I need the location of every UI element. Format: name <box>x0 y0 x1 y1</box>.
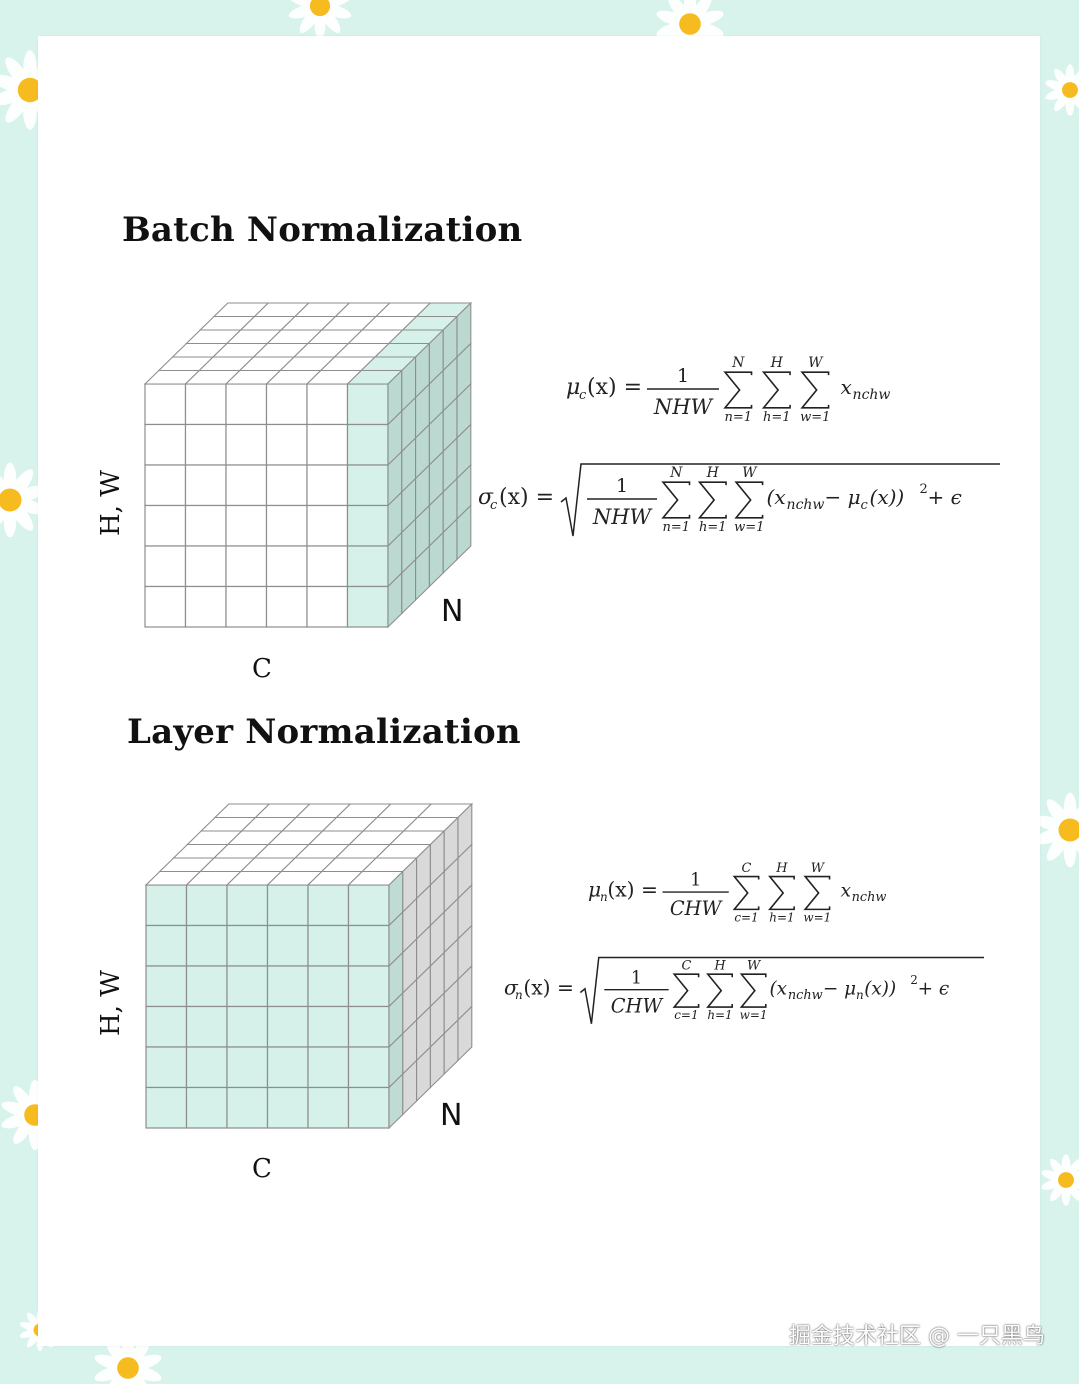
svg-text:N: N <box>669 465 683 481</box>
svg-text:C: C <box>742 861 752 876</box>
batch-axis-n-label: N <box>441 594 464 629</box>
svg-text:n: n <box>515 988 523 1002</box>
square-root-icon <box>579 956 984 1024</box>
summation-icon <box>739 973 767 1008</box>
svg-text:N: N <box>731 355 745 371</box>
svg-text:h=1: h=1 <box>699 520 727 535</box>
layer-axis-c-label: C <box>252 1154 272 1184</box>
svg-text:h=1: h=1 <box>763 410 791 425</box>
svg-text:NHW: NHW <box>592 505 654 529</box>
svg-text:x: x <box>841 375 852 399</box>
svg-text:c: c <box>490 498 498 513</box>
summation-icon <box>803 875 831 911</box>
svg-text:+ ϵ: + ϵ <box>918 978 950 999</box>
svg-text:n=1: n=1 <box>662 520 690 535</box>
svg-text:nchw: nchw <box>852 890 887 905</box>
svg-text:H: H <box>713 958 726 973</box>
svg-text:+ ϵ: + ϵ <box>928 485 962 509</box>
svg-text:w=1: w=1 <box>734 520 764 535</box>
batch-norm-title: Batch Normalization <box>122 210 523 250</box>
layer-norm-title: Layer Normalization <box>127 712 521 752</box>
svg-text:H: H <box>706 465 720 481</box>
daisy-icon <box>288 0 352 39</box>
summation-icon <box>697 481 727 519</box>
svg-text:c: c <box>861 498 869 513</box>
svg-text:W: W <box>747 958 762 973</box>
svg-text:w=1: w=1 <box>800 410 830 425</box>
svg-text:nchw: nchw <box>787 497 825 513</box>
svg-text:σ: σ <box>478 485 494 510</box>
summation-icon <box>723 371 753 409</box>
layer-axis-n-label: N <box>440 1098 463 1133</box>
svg-text:(x: (x <box>769 978 787 999</box>
svg-text:NHW: NHW <box>653 395 715 419</box>
svg-text:H: H <box>770 355 784 371</box>
svg-text:1: 1 <box>631 968 642 988</box>
svg-text:(x)): (x)) <box>864 978 896 999</box>
square-root-icon <box>560 463 1000 537</box>
svg-text:1: 1 <box>690 871 701 891</box>
daisy-icon <box>94 1332 162 1384</box>
svg-text:2: 2 <box>910 973 918 987</box>
summation-icon <box>768 875 795 911</box>
watermark: 掘金技术社区 @ 一只黑鸟 <box>789 1324 1045 1349</box>
batch-axis-hw-label: H, W <box>95 470 126 536</box>
svg-text:n: n <box>856 988 864 1002</box>
svg-text:(x) =: (x) = <box>607 878 658 902</box>
svg-text:W: W <box>742 465 758 481</box>
svg-text:(x) =: (x) = <box>523 975 574 999</box>
svg-text:C: C <box>681 958 691 973</box>
svg-text:1: 1 <box>677 365 689 387</box>
svg-text:(x) =: (x) = <box>499 485 554 510</box>
daisy-icon <box>1034 792 1079 868</box>
layer-axis-hw-label: H, W <box>95 970 126 1036</box>
svg-text:w=1: w=1 <box>803 910 831 924</box>
svg-text:n=1: n=1 <box>724 410 752 425</box>
svg-text:nchw: nchw <box>853 387 891 403</box>
svg-text:nchw: nchw <box>788 988 823 1003</box>
summation-icon <box>800 371 830 409</box>
batch-axis-c-label: C <box>252 654 272 684</box>
svg-text:c=1: c=1 <box>674 1008 698 1022</box>
summation-icon <box>761 371 791 409</box>
svg-text:w=1: w=1 <box>740 1008 768 1022</box>
svg-text:− μ: − μ <box>825 485 861 509</box>
svg-text:W: W <box>811 861 826 876</box>
svg-text:σ: σ <box>504 975 519 999</box>
svg-text:h=1: h=1 <box>707 1008 732 1022</box>
svg-text:h=1: h=1 <box>769 910 794 924</box>
svg-text:μ: μ <box>588 878 601 902</box>
svg-text:(x)): (x)) <box>870 485 905 509</box>
summation-icon <box>706 973 733 1008</box>
svg-text:CHW: CHW <box>611 995 665 1018</box>
svg-text:c=1: c=1 <box>734 910 758 924</box>
svg-text:2: 2 <box>920 482 928 497</box>
daisy-icon <box>0 462 46 538</box>
summation-icon <box>734 481 764 519</box>
svg-text:(x: (x <box>767 485 786 509</box>
svg-text:W: W <box>808 355 824 371</box>
svg-text:(x) =: (x) = <box>587 375 642 400</box>
svg-text:c: c <box>579 388 587 403</box>
svg-text:x: x <box>841 881 852 902</box>
svg-text:H: H <box>775 861 788 876</box>
svg-text:n: n <box>600 890 608 904</box>
svg-text:μ: μ <box>566 375 580 400</box>
daisy-icon <box>1045 64 1079 116</box>
summation-icon <box>732 875 760 911</box>
svg-text:− μ: − μ <box>823 978 856 999</box>
daisy-icon <box>1041 1154 1079 1206</box>
summation-icon <box>661 481 691 519</box>
svg-text:CHW: CHW <box>670 897 724 920</box>
summation-icon <box>672 973 700 1008</box>
svg-text:1: 1 <box>616 475 628 497</box>
